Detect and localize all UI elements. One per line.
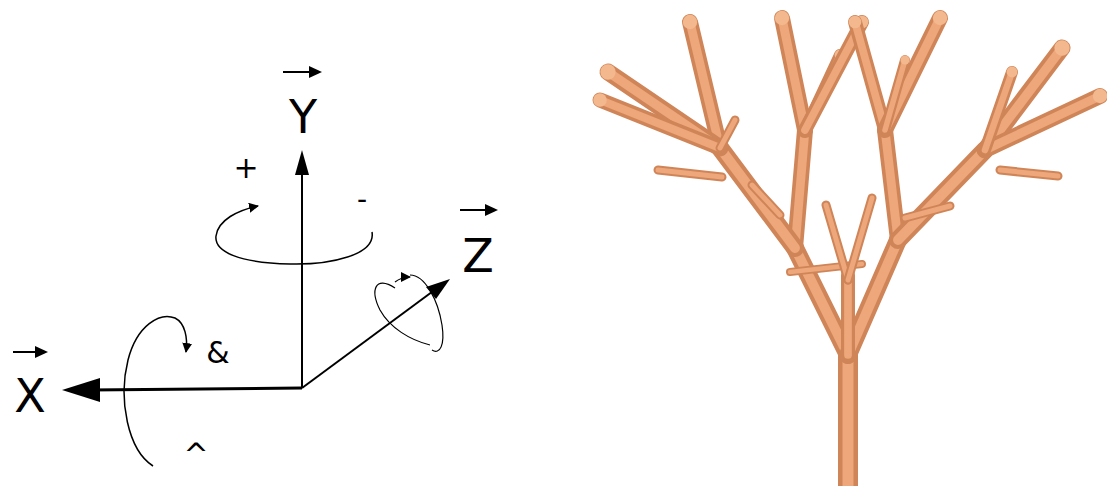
axis-label: X — [14, 373, 46, 419]
branch — [848, 352, 849, 486]
axis-label: ^ — [183, 440, 208, 470]
branch — [885, 11, 947, 130]
branch — [720, 120, 735, 148]
branch — [905, 206, 950, 218]
branch — [885, 130, 898, 240]
branch — [885, 56, 910, 131]
branch — [600, 64, 720, 148]
branch — [849, 16, 885, 130]
branch — [795, 130, 805, 248]
axis-label: & — [206, 338, 229, 368]
axes — [13, 66, 498, 466]
branch — [658, 170, 722, 177]
branch — [898, 150, 985, 240]
branch — [1000, 170, 1058, 176]
branch — [752, 185, 780, 215]
branch — [826, 205, 848, 280]
branch — [593, 93, 720, 148]
branch — [848, 198, 872, 280]
branch — [720, 148, 795, 248]
tree-illustration — [593, 11, 1107, 486]
axis-label: Z — [462, 233, 494, 279]
branch — [775, 11, 805, 130]
branch — [985, 67, 1017, 150]
branch — [848, 275, 849, 355]
axis-label: - — [357, 186, 367, 214]
axis-label: + — [233, 153, 258, 183]
axis-label: Y — [289, 94, 317, 140]
